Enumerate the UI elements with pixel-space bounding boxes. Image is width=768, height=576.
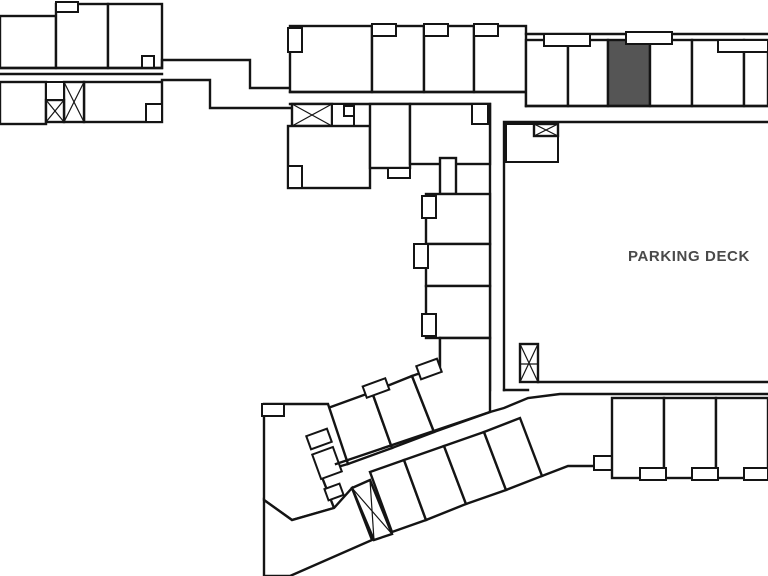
west-corridor-wall-bottom — [160, 78, 292, 110]
parking-deck-label: PARKING DECK — [628, 248, 750, 265]
unit-west-4[interactable] — [0, 80, 48, 126]
parking-deck-area: PARKING DECK — [502, 122, 768, 392]
west-wing — [0, 1, 292, 126]
west-utility-2 — [141, 55, 155, 69]
unit-se-2[interactable] — [662, 396, 718, 480]
unit-ne-selected[interactable] — [606, 38, 652, 108]
elevator-west — [44, 80, 86, 124]
unit-se-1[interactable] — [610, 396, 666, 480]
unit-ne-2[interactable] — [566, 38, 610, 108]
north-east-row — [502, 31, 768, 392]
unit-central-2[interactable] — [368, 102, 412, 170]
unit-central-4[interactable] — [438, 156, 458, 196]
unit-spine-2[interactable] — [424, 242, 492, 288]
unit-west-5[interactable] — [82, 80, 164, 124]
south-row — [334, 392, 768, 542]
west-corridor-wall-top — [0, 58, 292, 90]
unit-west-2[interactable] — [54, 2, 110, 70]
unit-se-3[interactable] — [714, 396, 768, 480]
west-utility-1 — [55, 1, 79, 13]
unit-west-1[interactable] — [0, 14, 58, 70]
unit-ne-4[interactable] — [648, 38, 694, 108]
south-west-wing — [261, 336, 492, 576]
unit-ne-1[interactable] — [524, 38, 570, 108]
west-utility-3 — [145, 103, 163, 123]
central-block — [286, 23, 528, 392]
elevator-central — [290, 102, 355, 128]
elevator-south — [350, 478, 394, 542]
